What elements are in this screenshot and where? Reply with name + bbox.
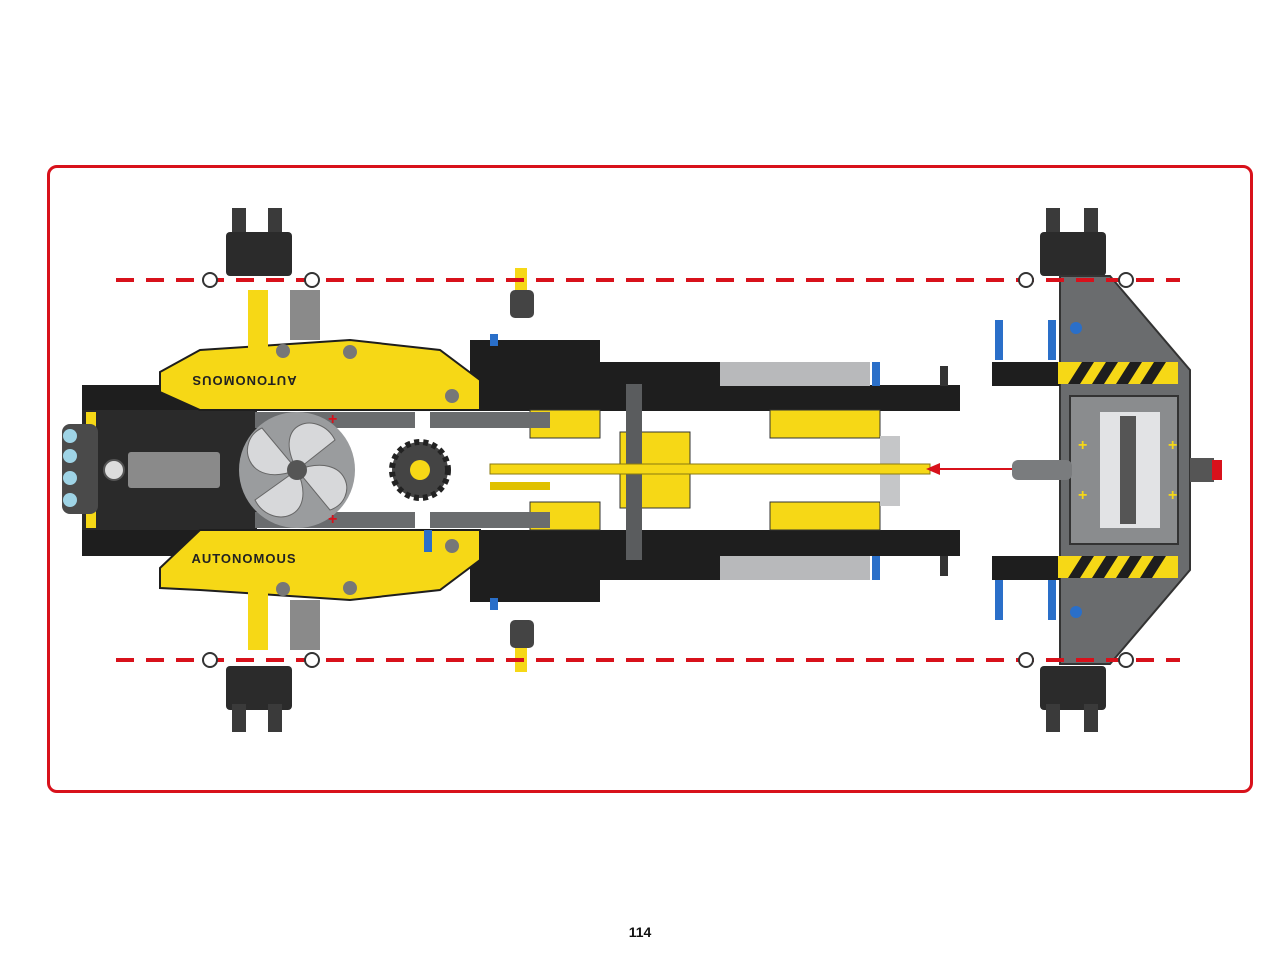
svg-text:+: + [1078,437,1087,454]
main-chassis: AUTONOMOUS AUTONOMOUS [62,208,960,732]
wheel-hub-bottom-right [1040,666,1106,732]
wheel-hub-bottom-left [226,666,292,732]
front-axle-module: + + + + [992,208,1222,732]
svg-text:+: + [1078,487,1087,504]
hazard-stripe-icon [1058,362,1178,578]
pin-icon [424,334,880,610]
svg-text:+: + [1168,487,1177,504]
decal-bottom: AUTONOMOUS [191,551,296,566]
yellow-body-panel-bottom: AUTONOMOUS [159,529,481,602]
fan-rotor-icon [239,412,355,528]
alignment-guides [116,272,1180,668]
page-number: 114 [628,924,652,940]
wheel-hub-top-right [1040,208,1106,276]
step-frame [47,165,1253,793]
svg-text:+: + [328,511,337,528]
decal-top: AUTONOMOUS [191,373,296,388]
connector-arrow-icon [926,463,1012,475]
wheel-hub-top-left [226,208,292,276]
svg-text:+: + [328,411,337,428]
gear-icon [389,439,451,501]
svg-text:+: + [1168,437,1177,454]
yellow-body-panel-top: AUTONOMOUS [159,338,481,411]
